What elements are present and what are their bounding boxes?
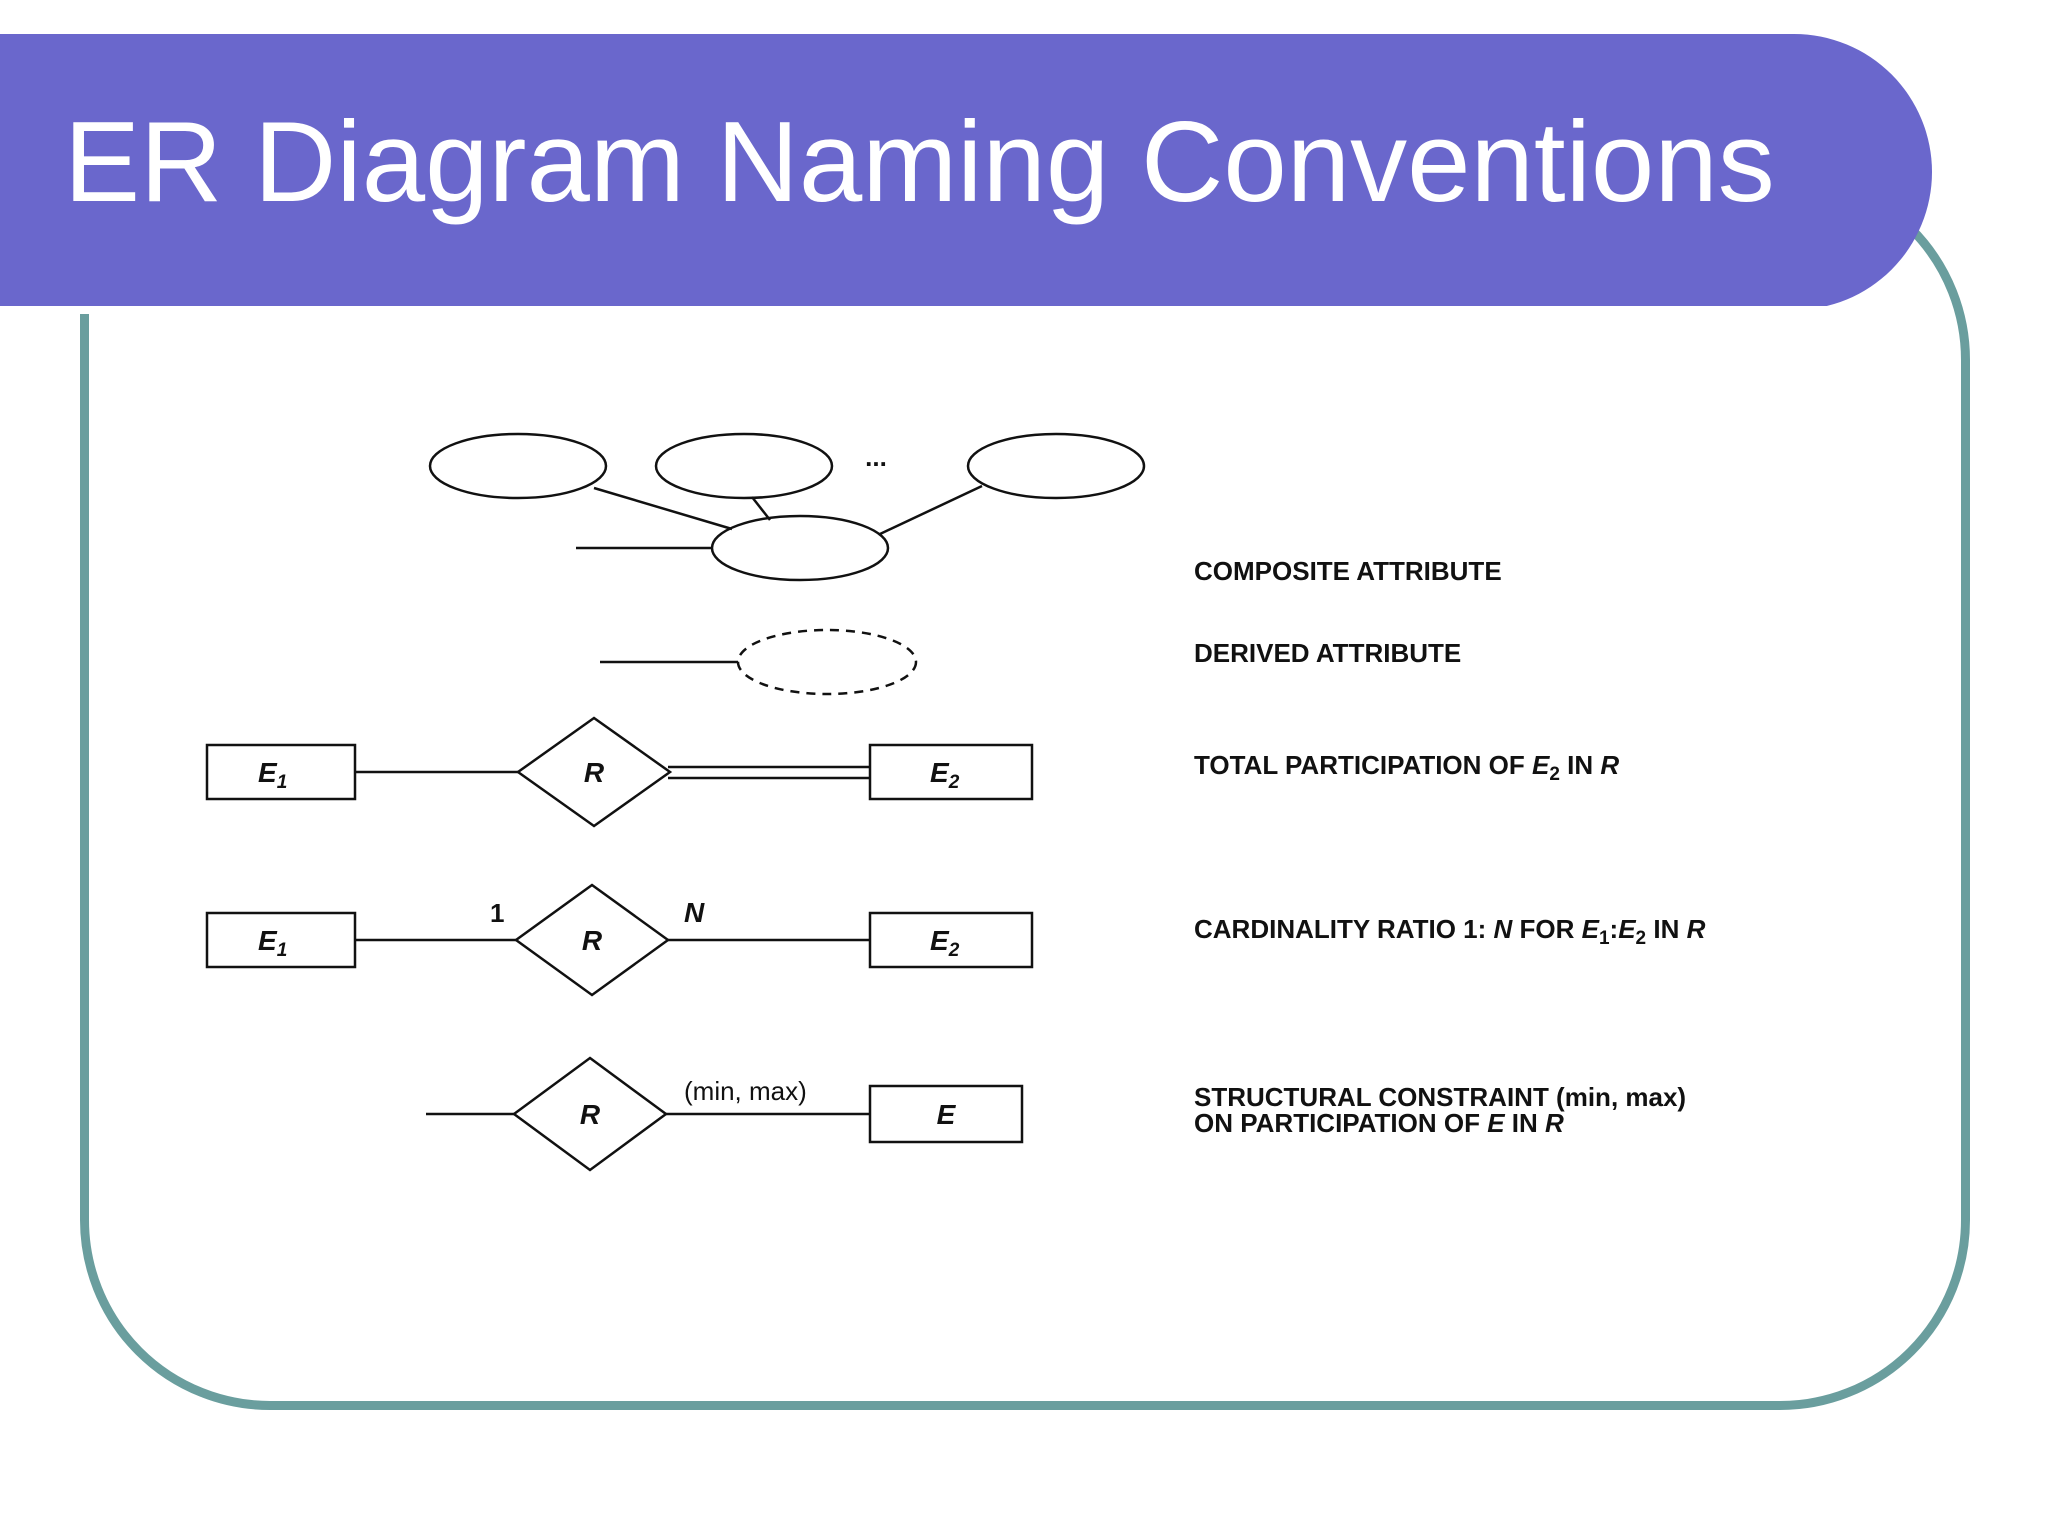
- entity-label: E1: [258, 925, 287, 961]
- entity-label: E: [937, 1099, 957, 1130]
- derived-attribute-oval: [736, 628, 918, 696]
- slide-title: ER Diagram Naming Conventions: [64, 99, 1775, 226]
- entity-label: E2: [930, 757, 960, 793]
- composite-attribute-symbol: ...: [428, 432, 1146, 582]
- relationship-diamond: [515, 716, 673, 828]
- relationship-label: R: [584, 757, 605, 788]
- entity-label: E1: [258, 757, 287, 793]
- cardinality-label-right: N: [684, 897, 705, 928]
- structural-constraint-symbol: R (min, max) E: [426, 1056, 1024, 1172]
- ellipsis-text: ...: [865, 442, 887, 472]
- component-attribute-oval: [966, 432, 1146, 500]
- entity-box: [868, 911, 1034, 969]
- derived-attribute-symbol: [600, 628, 918, 696]
- relationship-label: R: [582, 925, 603, 956]
- title-bar: [0, 34, 1932, 314]
- title-underline: [0, 306, 1832, 314]
- slide-frame: [80, 170, 1970, 1410]
- connector-line: [879, 484, 983, 536]
- min-max-label: (min, max): [684, 1076, 807, 1106]
- cardinality-ratio-description: CARDINALITY RATIO 1: N FOR E1:E2 IN R: [1194, 914, 1706, 949]
- derived-attribute-description: DERIVED ATTRIBUTE: [1194, 638, 1461, 668]
- total-participation-description: TOTAL PARTICIPATION OF E2 IN R: [1194, 750, 1619, 785]
- composite-attribute-description: COMPOSITE ATTRIBUTE: [1194, 556, 1502, 586]
- cardinality-label-left: 1: [490, 898, 504, 928]
- structural-constraint-description-line2: ON PARTICIPATION OF E IN R: [1194, 1108, 1564, 1138]
- component-attribute-oval: [428, 432, 608, 500]
- relationship-label: R: [580, 1099, 601, 1130]
- total-participation-symbol: E1 R E2: [205, 716, 1034, 828]
- relationship-diamond: [511, 1056, 669, 1172]
- cardinality-ratio-symbol: E1 1 R N E2: [205, 883, 1034, 997]
- composite-attribute-oval: [710, 514, 890, 582]
- connector-line: [593, 486, 733, 531]
- entity-box: [868, 743, 1034, 801]
- connector-line: [751, 496, 771, 521]
- entity-label: E2: [930, 925, 960, 961]
- entity-box: [868, 1084, 1024, 1144]
- structural-constraint-description-line1: STRUCTURAL CONSTRAINT (min, max): [1194, 1082, 1686, 1112]
- relationship-diamond: [513, 883, 671, 997]
- component-attribute-oval: [654, 432, 834, 500]
